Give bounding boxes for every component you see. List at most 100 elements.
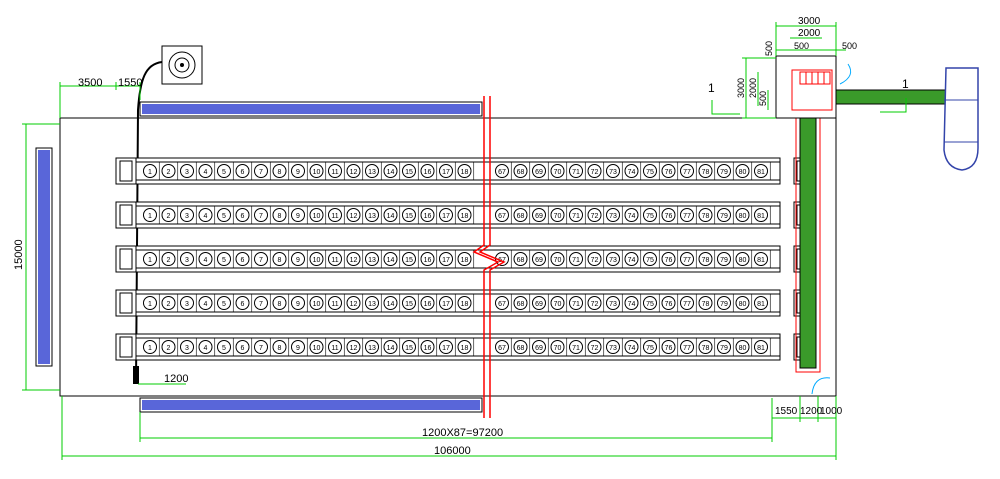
stall-number: 74 [628, 301, 636, 308]
stall-number: 10 [313, 169, 321, 176]
stall-marker [439, 340, 453, 354]
stall-number: 69 [535, 169, 543, 176]
stall-marker [254, 340, 268, 354]
stall-marker [754, 340, 768, 354]
stall-number: 71 [572, 301, 580, 308]
stall-number: 81 [757, 257, 765, 264]
stall-marker [569, 252, 583, 266]
stall-marker [550, 252, 565, 266]
stall-number: 73 [609, 345, 617, 352]
stall-number: 68 [517, 301, 525, 308]
stall-number: 11 [331, 301, 338, 308]
stall-number: 70 [554, 213, 562, 220]
stall-marker [569, 208, 583, 222]
bottom-belt-fill [142, 400, 480, 410]
stall-marker [402, 296, 416, 310]
stall-marker [198, 340, 213, 354]
stall-number: 1 [148, 213, 152, 220]
stall-marker [217, 164, 231, 178]
stall-marker [754, 296, 768, 310]
stall-marker [328, 296, 342, 310]
stall-number: 4 [204, 169, 208, 176]
stall-number: 8 [278, 345, 282, 352]
stall-marker [717, 164, 731, 178]
stall-number: 13 [368, 345, 376, 352]
stall-number: 15 [405, 257, 413, 264]
cross-conveyor [799, 103, 817, 369]
section-mark-right: 1 [880, 77, 909, 113]
stall-number: 69 [535, 301, 543, 308]
stall-marker [180, 208, 194, 222]
stall-marker [291, 296, 305, 310]
stall-marker [587, 164, 602, 178]
stall-marker [235, 208, 250, 222]
stall-marker [291, 208, 305, 222]
stall-number: 74 [628, 213, 636, 220]
stall-marker [161, 340, 176, 354]
stall-number: 3 [185, 345, 189, 352]
stall-number: 6 [241, 169, 245, 176]
stall-number: 67 [498, 213, 506, 220]
stall-marker [495, 340, 509, 354]
stall-marker [346, 340, 361, 354]
stall-number: 2 [167, 169, 171, 176]
stall-marker [383, 340, 398, 354]
stall-marker [402, 164, 416, 178]
stall-marker [346, 164, 361, 178]
stall-marker [328, 252, 342, 266]
stall-number: 10 [313, 257, 321, 264]
stall-marker [439, 296, 453, 310]
stall-number: 15 [405, 169, 413, 176]
row-head-left [115, 289, 137, 317]
stall-number: 67 [498, 169, 506, 176]
stall-marker [161, 164, 176, 178]
dim-right-end: 1000 [820, 406, 843, 417]
stall-number: 4 [204, 345, 208, 352]
stall-marker [272, 208, 287, 222]
stall-number: 70 [554, 345, 562, 352]
dim-conveyor-length: 1200X87=97200 [422, 427, 503, 439]
stall-number: 13 [368, 169, 376, 176]
dim-left-gap: 1550 [118, 77, 142, 89]
stall-number: 73 [609, 257, 617, 264]
stall-number: 5 [222, 345, 226, 352]
stall-number: 81 [757, 301, 765, 308]
stall-marker [550, 340, 565, 354]
stall-marker [217, 296, 231, 310]
row-head-left-inner [119, 248, 133, 270]
stall-number: 9 [296, 301, 300, 308]
stall-number: 69 [535, 257, 543, 264]
fan-unit [161, 45, 203, 85]
stall-marker [198, 208, 213, 222]
stall-number: 73 [609, 169, 617, 176]
stall-marker [754, 252, 768, 266]
stall-number: 1 [148, 257, 152, 264]
stall-marker [420, 252, 435, 266]
row-head-left [115, 201, 137, 229]
stall-number: 17 [442, 301, 450, 308]
stall-marker [346, 252, 361, 266]
stall-number: 15 [405, 213, 413, 220]
svg-text:1: 1 [708, 81, 715, 95]
stall-number: 12 [350, 345, 358, 352]
stall-marker [235, 296, 250, 310]
stall-marker [680, 252, 694, 266]
stall-marker [143, 340, 157, 354]
dim-right-spacing: 1200 [800, 406, 823, 417]
stall-marker [402, 208, 416, 222]
stall-marker [198, 164, 213, 178]
stall-marker [143, 208, 157, 222]
stall-marker [754, 164, 768, 178]
break-line [472, 96, 506, 418]
stall-number: 13 [368, 213, 376, 220]
stall-marker [272, 252, 287, 266]
row-head-left-inner [119, 160, 133, 182]
stall-number: 8 [278, 301, 282, 308]
stall-number: 11 [331, 345, 338, 352]
stall-number: 2 [167, 301, 171, 308]
dim-left-offset: 3500 [78, 77, 102, 89]
stall-marker [143, 252, 157, 266]
stall-marker [328, 208, 342, 222]
